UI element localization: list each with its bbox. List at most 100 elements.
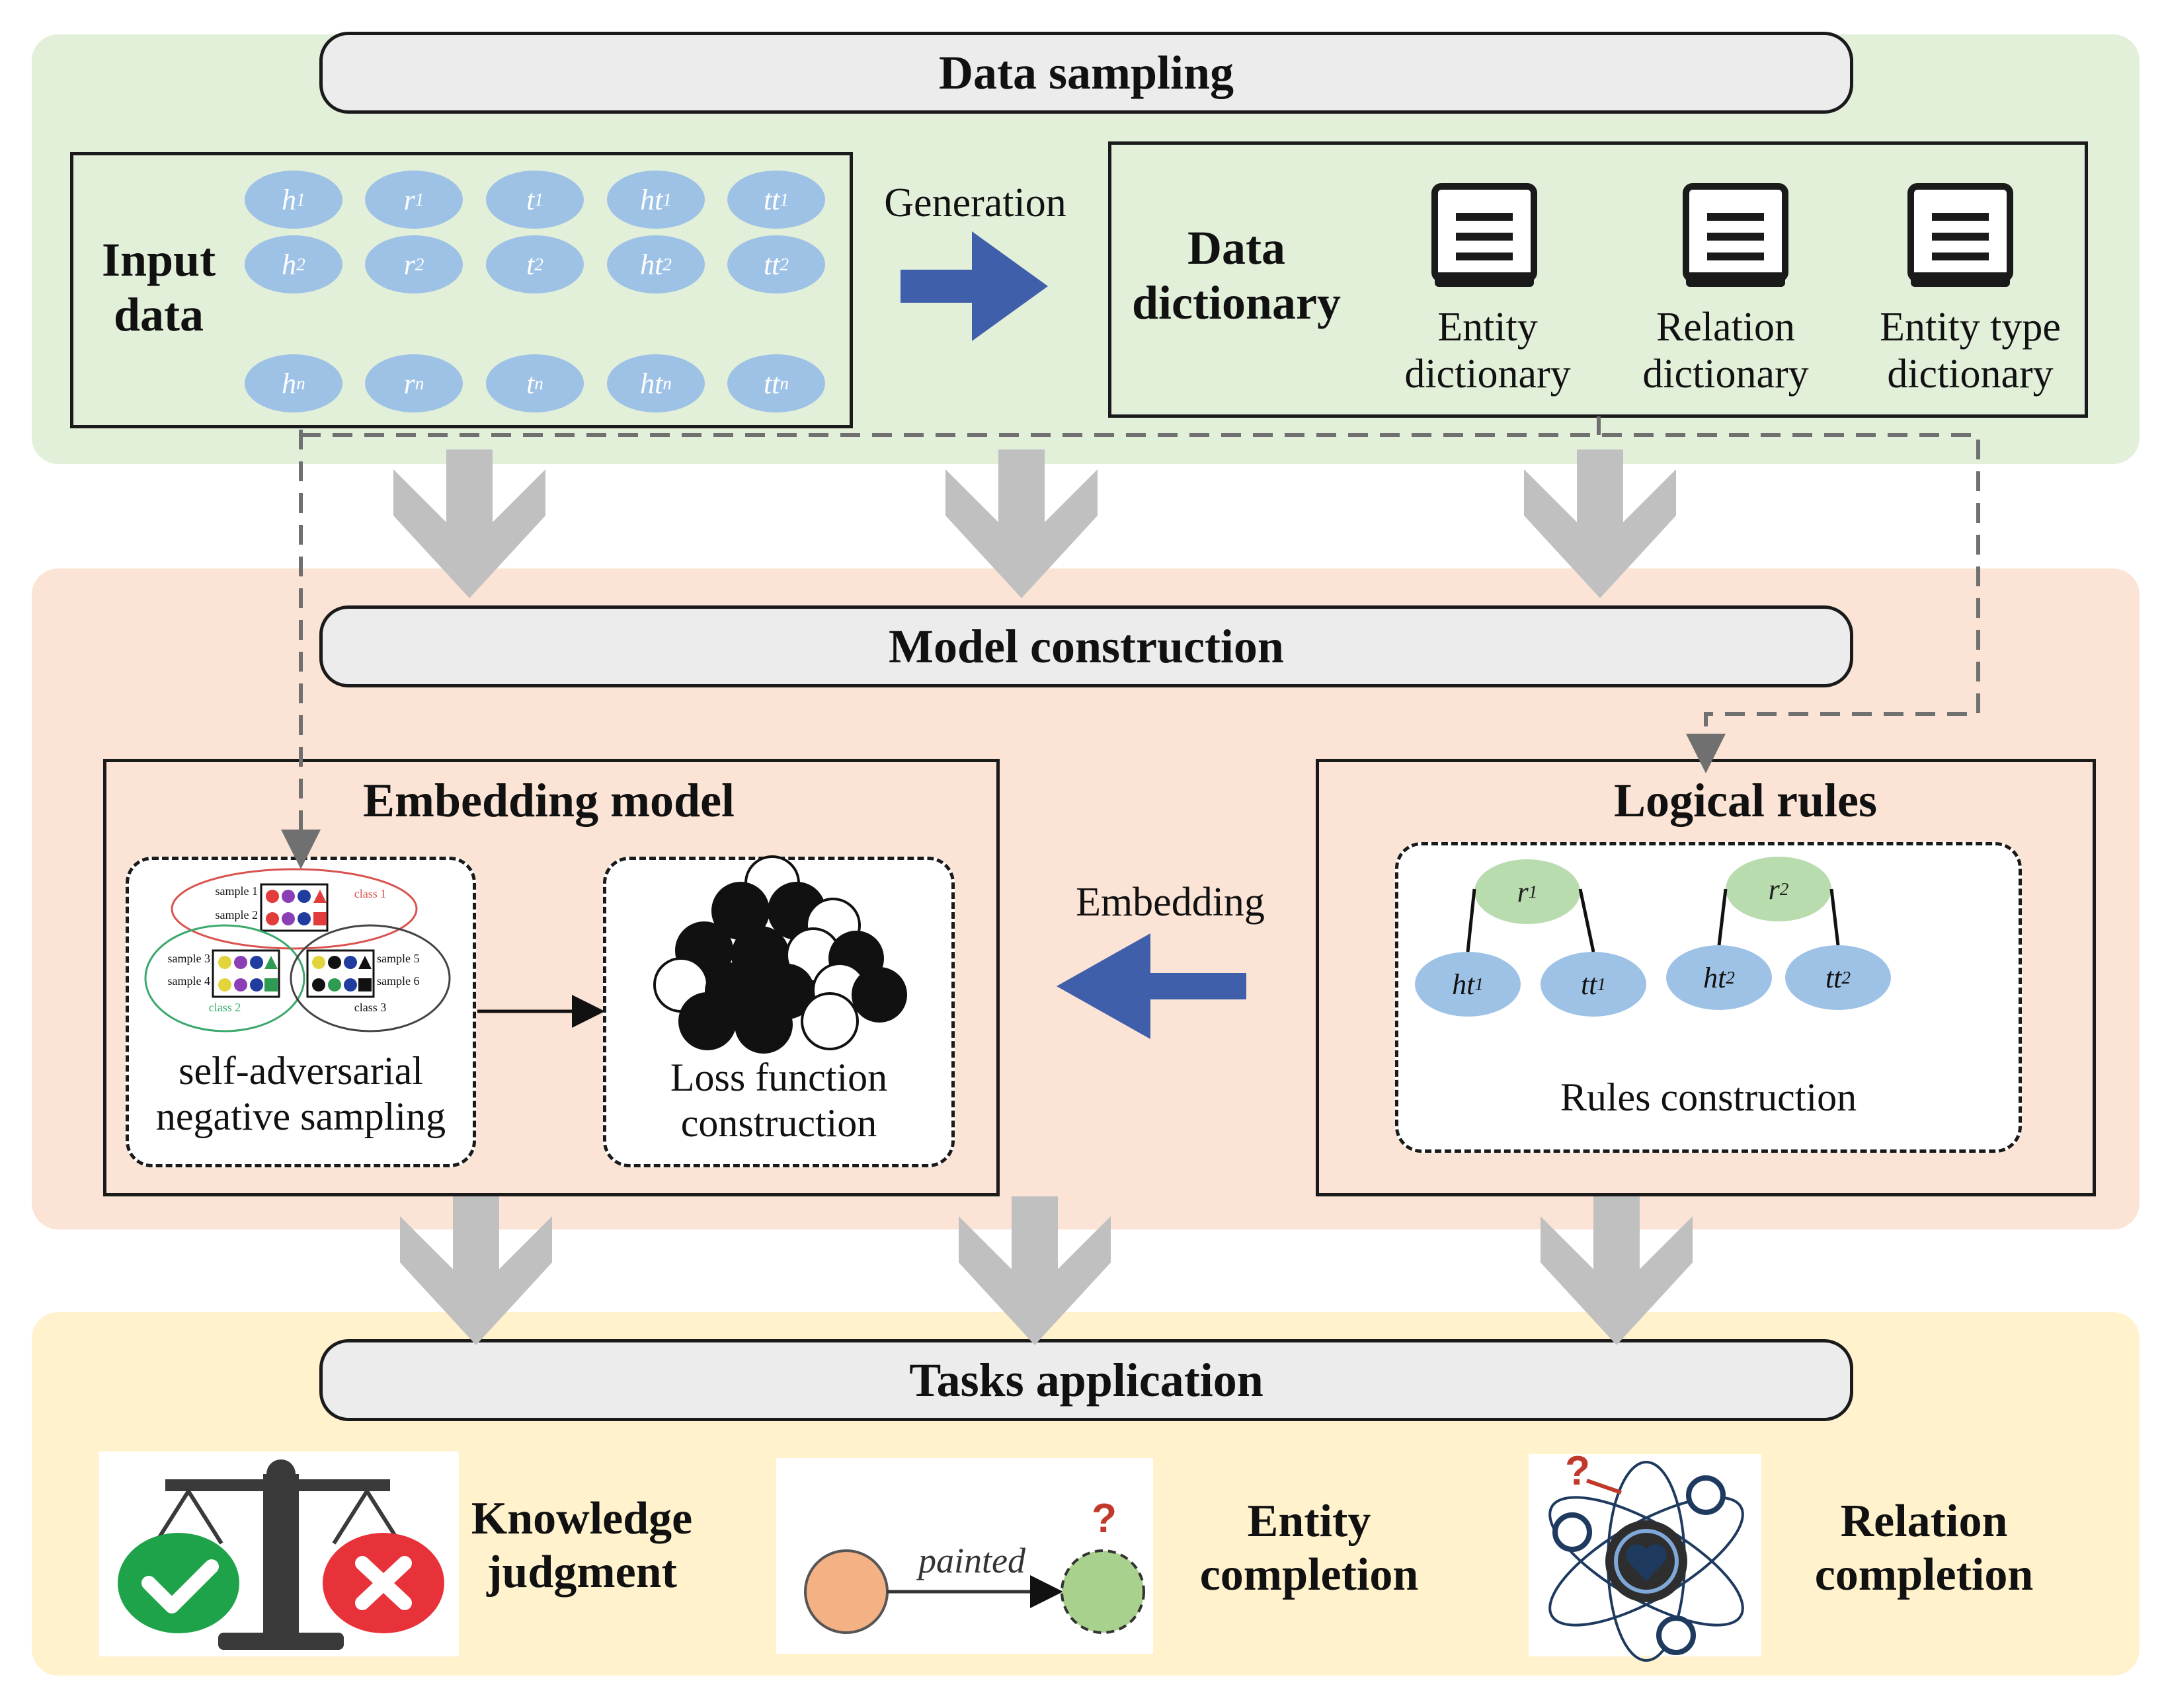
generation-arrow — [901, 231, 1048, 341]
node-subscript: n — [415, 373, 424, 393]
gray-down-arrow — [945, 449, 1098, 598]
person-node-icon — [1552, 1512, 1592, 1552]
data-sampling-header: Data sampling — [319, 32, 1853, 114]
rules-construction-label: Rules construction — [1560, 1075, 1857, 1119]
node-subscript: 1 — [662, 189, 672, 210]
book-icon — [1907, 183, 2013, 287]
flow-arrows-top — [393, 449, 1676, 598]
head-entity-node — [804, 1549, 889, 1634]
gray-down-arrow — [393, 449, 545, 598]
node-subscript: n — [296, 373, 305, 393]
node-variable: r — [1517, 875, 1529, 908]
tasks-application-header: Tasks application — [319, 1339, 1853, 1421]
entity-graph-icon — [804, 1549, 1145, 1634]
mini-class-label: class 1 — [354, 887, 387, 900]
mini-sample-label: sample 3 — [167, 952, 211, 965]
mini-sample-label: sample 1 — [215, 884, 259, 898]
node-variable: r — [403, 183, 415, 216]
node-variable: ht — [1452, 968, 1475, 1001]
node-variable: ht — [1703, 961, 1726, 994]
dictionary-label-entity: Entity dictionary — [1404, 305, 1571, 397]
embedding-model-title: Embedding model — [362, 774, 735, 827]
embedding-label: Embedding — [1076, 880, 1265, 925]
node-subscript: 1 — [1528, 881, 1538, 902]
node-subscript: 2 — [1779, 878, 1789, 899]
node-variable: h — [282, 367, 297, 400]
node-variable: tt — [763, 367, 780, 400]
mini-class-label: class 3 — [354, 1001, 387, 1014]
node-subscript: 2 — [780, 254, 789, 274]
node-variable: r — [1768, 873, 1780, 906]
node-variable: tt — [1825, 961, 1842, 994]
person-node-icon — [1656, 1615, 1696, 1655]
book-icon — [1431, 183, 1537, 287]
node-subscript: n — [662, 373, 672, 393]
node-subscript: 1 — [1474, 974, 1484, 994]
person-node-icon — [1686, 1475, 1726, 1515]
data-dictionary-title: Data dictionary — [1132, 221, 1341, 329]
node-variable: tt — [763, 183, 780, 216]
gray-down-arrow — [959, 1196, 1111, 1345]
node-variable: h — [282, 183, 297, 216]
node-subscript: 1 — [415, 189, 424, 210]
missing-entity-node — [1061, 1549, 1145, 1634]
node-variable: ht — [640, 183, 663, 216]
node-variable: h — [282, 248, 297, 281]
embedding-arrow — [1057, 933, 1246, 1039]
node-subscript: 1 — [1597, 974, 1607, 994]
node-subscript: 2 — [415, 254, 424, 274]
flow-arrows-bottom — [400, 1196, 1693, 1345]
entity-completion-label: Entity completion — [1199, 1496, 1419, 1600]
mini-sample-label: sample 5 — [377, 952, 420, 965]
gray-down-arrow — [400, 1196, 552, 1345]
dictionary-label-relation: Relation dictionary — [1642, 305, 1809, 397]
generation-label: Generation — [884, 180, 1066, 225]
node-subscript: 1 — [296, 189, 305, 210]
model-construction-header: Model construction — [319, 605, 1853, 687]
node-subscript: 2 — [1841, 967, 1851, 988]
loss-function-label: Loss function construction — [670, 1056, 888, 1145]
node-variable: ht — [640, 367, 663, 400]
loss-function-illustration — [653, 855, 907, 1054]
node-variable: r — [403, 367, 415, 400]
node-subscript: n — [780, 373, 789, 393]
node-variable: t — [526, 367, 535, 400]
gray-down-arrow — [1541, 1196, 1693, 1345]
node-variable: r — [403, 248, 415, 281]
mini-sample-label: sample 2 — [215, 908, 259, 921]
node-subscript: 2 — [534, 254, 543, 274]
node-subscript: 2 — [1726, 967, 1735, 988]
node-variable: t — [526, 248, 535, 281]
dashed-connector-right — [301, 416, 1980, 773]
relation-question-mark: ? — [1565, 1448, 1590, 1494]
node-variable: t — [526, 183, 535, 216]
gray-down-arrow — [1524, 449, 1676, 598]
node-subscript: 2 — [296, 254, 305, 274]
negative-sampling-label: self-adversarial negative sampling — [155, 1049, 446, 1138]
entity-question-mark: ? — [1092, 1496, 1117, 1541]
relation-atom-icon — [1548, 1461, 1744, 1662]
book-icon — [1683, 183, 1788, 287]
mini-sample-label: sample 4 — [167, 974, 211, 988]
balance-scale-icon — [118, 1459, 444, 1650]
node-subscript: n — [534, 373, 543, 393]
input-data-title: Input data — [101, 233, 216, 341]
